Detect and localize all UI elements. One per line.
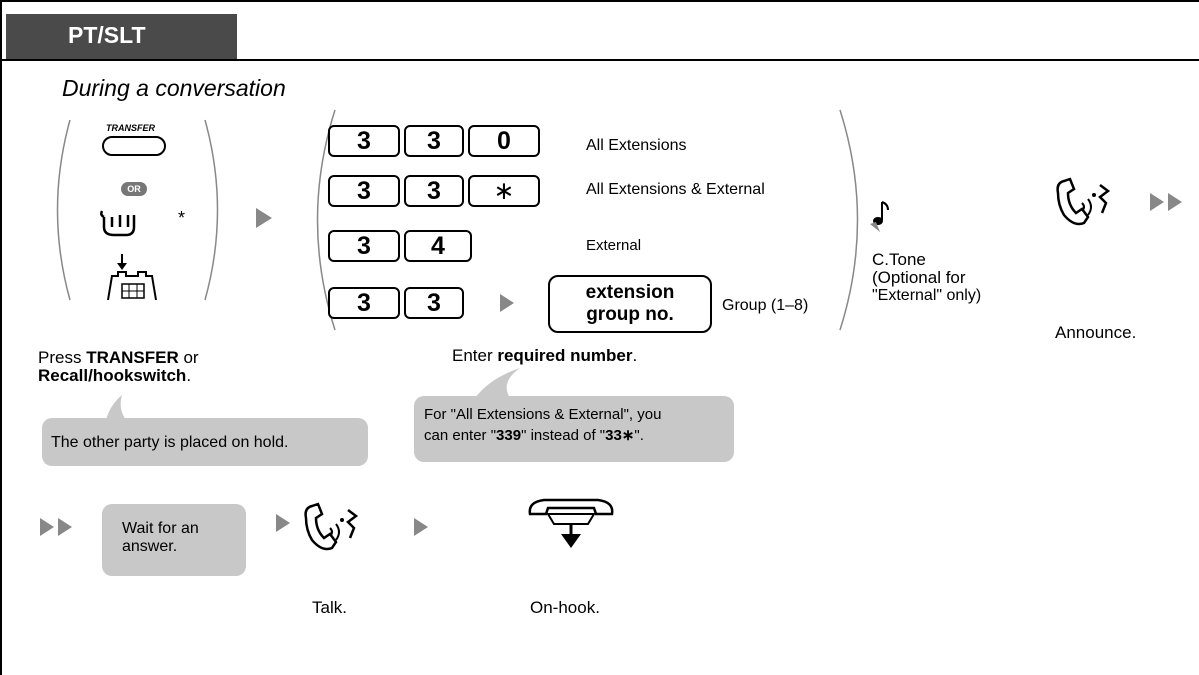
- step1-caption: Press TRANSFER or: [38, 348, 199, 368]
- double-arrow-icon: [40, 518, 72, 536]
- step2-caption: Enter required number.: [452, 346, 637, 366]
- alternate-number-bubble: For "All Extensions & External", you can…: [414, 396, 734, 462]
- caption-period: .: [632, 346, 638, 365]
- step1-bracket: [56, 119, 219, 301]
- handset-talk-icon: [304, 502, 359, 551]
- hookswitch-icon: [107, 254, 157, 301]
- dial-key-star[interactable]: ∗: [468, 175, 540, 207]
- bubble-tail: [475, 368, 520, 398]
- bubble-text-e: ".: [634, 427, 644, 444]
- announce-caption: Announce.: [1055, 323, 1137, 342]
- dial-key-4[interactable]: 4: [404, 230, 472, 262]
- hand-press-icon: [100, 210, 136, 237]
- handset-talk-icon: [1056, 177, 1111, 226]
- hold-info-bubble: The other party is placed on hold.: [42, 418, 368, 466]
- caption-or: or: [178, 348, 199, 367]
- bubble-code-339: 339: [496, 427, 522, 444]
- wait-answer-box: Wait for an answer.: [102, 504, 246, 576]
- caption-recall: Recall/hookswitch: [38, 366, 187, 385]
- caption-transfer: TRANSFER: [86, 348, 179, 367]
- option-all-extensions-external: All Extensions & External: [586, 181, 765, 198]
- option-external: External: [586, 237, 642, 254]
- arrow-icon: [276, 514, 290, 532]
- dial-key-3[interactable]: 3: [328, 287, 400, 319]
- bubble-text-a: can enter ": [424, 427, 497, 444]
- dial-key-3[interactable]: 3: [328, 125, 400, 157]
- on-hook-icon: [528, 498, 614, 548]
- transfer-key-label: TRANSFER: [106, 123, 155, 133]
- alternate-number-line2: can enter "339" instead of "33∗".: [424, 426, 644, 444]
- or-badge: OR: [121, 182, 147, 196]
- tone-icon: [870, 201, 889, 232]
- section-tab: PT/SLT: [6, 14, 237, 60]
- asterisk-note: *: [178, 208, 186, 228]
- header-rule: [0, 59, 1199, 61]
- caption-press: Press: [38, 348, 87, 367]
- double-arrow-icon: [1150, 193, 1182, 211]
- bubble-code-33: 33: [605, 427, 622, 444]
- dial-key-3[interactable]: 3: [404, 125, 464, 157]
- dial-key-3[interactable]: 3: [328, 175, 400, 207]
- caption-enter: Enter: [452, 346, 498, 365]
- extension-group-line1: extension: [585, 282, 675, 303]
- bubble-tail: [106, 395, 126, 420]
- extension-group-box[interactable]: extension group no.: [548, 275, 712, 333]
- dial-key-3[interactable]: 3: [404, 287, 464, 319]
- option-all-extensions: All Extensions: [586, 137, 687, 154]
- wait-line2: answer.: [122, 538, 178, 555]
- arrow-icon: [500, 294, 514, 312]
- or-label: OR: [127, 184, 141, 194]
- tab-label: PT/SLT: [68, 22, 146, 48]
- dial-key-3[interactable]: 3: [328, 230, 400, 262]
- step2-bracket: [316, 109, 859, 331]
- tone-note-external: "External" only): [872, 287, 982, 304]
- talk-caption: Talk.: [312, 598, 347, 617]
- tone-note: (Optional for: [872, 268, 966, 287]
- caption-required-number: required number: [497, 346, 633, 365]
- bubble-star: ∗: [621, 427, 635, 444]
- option-group: Group (1–8): [722, 297, 809, 314]
- tone-label: C.Tone: [872, 250, 926, 269]
- dial-key-3[interactable]: 3: [404, 175, 464, 207]
- wait-line1: Wait for an: [122, 520, 199, 537]
- dial-key-0[interactable]: 0: [468, 125, 540, 157]
- extension-group-line2: group no.: [586, 304, 674, 325]
- onhook-caption: On-hook.: [530, 598, 600, 617]
- bubble-text-c: " instead of ": [521, 427, 606, 444]
- step1-caption-line2: Recall/hookswitch.: [38, 366, 191, 386]
- arrow-icon: [256, 208, 272, 228]
- transfer-key[interactable]: [102, 136, 166, 156]
- arrow-icon: [414, 518, 428, 536]
- caption-period: .: [186, 366, 192, 385]
- subtitle: During a conversation: [62, 75, 286, 101]
- hold-info-text: The other party is placed on hold.: [51, 434, 289, 451]
- alternate-number-line1: For "All Extensions & External", you: [424, 406, 662, 423]
